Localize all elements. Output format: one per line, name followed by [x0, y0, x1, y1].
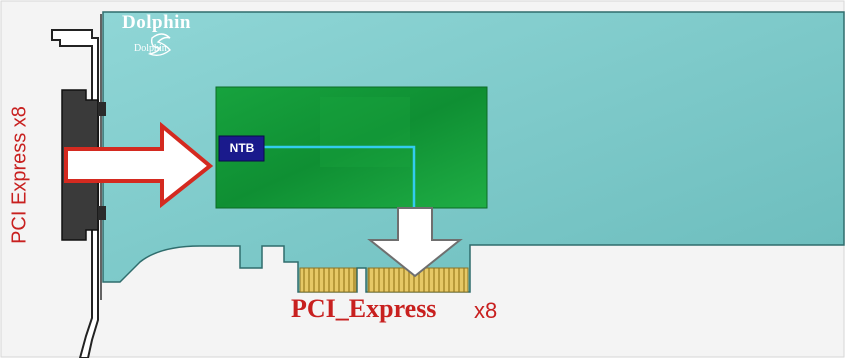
ntb-chip-label: NTB	[229, 141, 255, 155]
brand-name: Dolphin	[122, 12, 191, 33]
board-texture	[320, 97, 410, 167]
connector-screw-top	[98, 102, 106, 116]
arrow-right-icon	[64, 121, 214, 209]
signal-trace	[263, 145, 416, 208]
arrow-down-icon	[367, 207, 463, 278]
bracket-label: PCI Express x8	[8, 106, 31, 244]
bus-label: PCI_Express	[291, 294, 437, 323]
edge-contacts-left	[299, 267, 357, 293]
dolphin-logo-icon	[147, 33, 171, 57]
ntb-chip	[218, 135, 265, 162]
connector-screw-bottom	[98, 206, 106, 220]
brand-logo-text: Dolphin	[134, 43, 167, 54]
bus-width-label: x8	[474, 298, 498, 323]
